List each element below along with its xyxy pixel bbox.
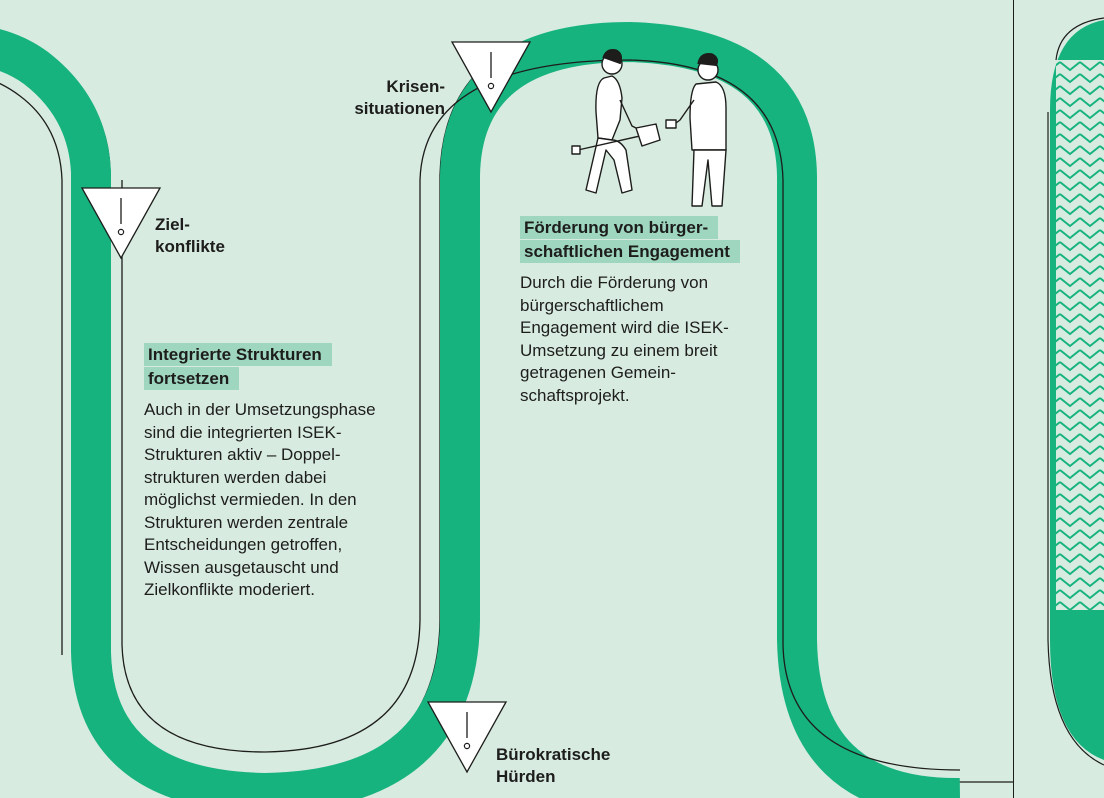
warning-label-buerokratie: Bürokratische Hürden xyxy=(496,744,610,788)
info-block-integrierte-strukturen: Integrierte Strukturen fortsetzen Auch i… xyxy=(144,343,376,602)
info-block-title: Förderung von bürger­schaftlichen Engage… xyxy=(520,216,740,263)
warning-label-line: situationen xyxy=(354,99,445,118)
warning-triangle-icon xyxy=(450,41,532,114)
info-block-foerderung: Förderung von bürger­schaftlichen Engage… xyxy=(520,216,780,407)
people-with-shovel-illustration xyxy=(571,48,727,207)
warning-label-line: konflikte xyxy=(155,237,225,256)
warning-label-line: Krisen- xyxy=(386,77,445,96)
info-block-text: Durch die Förderung von bürgerschaftlich… xyxy=(520,273,729,405)
info-block-text: Auch in der Umsetzungspha­se sind die in… xyxy=(144,400,376,599)
warning-label-line: Ziel- xyxy=(155,215,190,234)
panel-divider xyxy=(1013,0,1014,798)
warning-triangle-icon xyxy=(426,701,508,774)
road-inner-outline xyxy=(0,82,63,655)
warning-label-krisen: Krisen- situationen xyxy=(345,76,445,120)
zigzag-pattern xyxy=(1047,17,1104,766)
warning-triangle-icon xyxy=(80,187,162,260)
warning-label-line: Hürden xyxy=(496,767,556,786)
info-block-title: Integrierte Strukturen fortsetzen xyxy=(144,343,332,390)
warning-label-zielkonflikte: Ziel- konflikte xyxy=(155,214,225,258)
warning-label-line: Bürokratische xyxy=(496,745,611,764)
